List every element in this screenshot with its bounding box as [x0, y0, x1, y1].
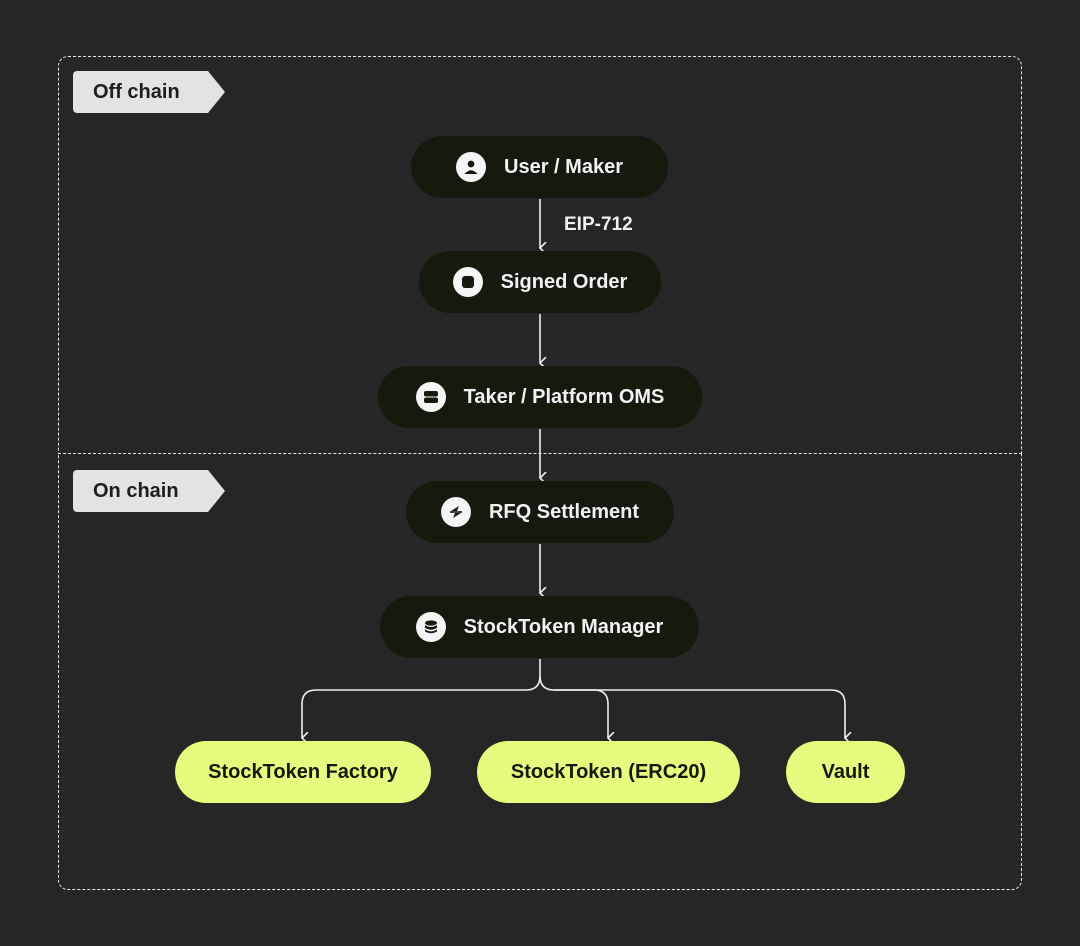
- edge-manager-to-factory: [302, 659, 541, 738]
- stocktoken-manager-label: StockToken Manager: [463, 615, 664, 638]
- stocktoken-erc20-node: StockToken (ERC20): [477, 741, 740, 803]
- lightning-icon: [440, 497, 471, 527]
- off-chain-label: Off chain: [73, 71, 225, 113]
- edge-manager-to-erc20: [539, 675, 608, 738]
- stocktoken-manager-node: StockToken Manager: [380, 596, 699, 658]
- on-chain-label: On chain: [73, 470, 225, 512]
- user-icon: [456, 152, 487, 182]
- user-maker-label: User / Maker: [504, 155, 623, 178]
- signed-order-label: Signed Order: [500, 270, 628, 293]
- taker-oms-label: Taker / Platform OMS: [463, 385, 665, 408]
- square-stop-icon: [452, 267, 483, 297]
- stocktoken-factory-node: StockToken Factory: [175, 741, 431, 803]
- taker-oms-node: Taker / Platform OMS: [378, 366, 702, 428]
- user-maker-node: User / Maker: [411, 136, 668, 198]
- rfq-settlement-node: RFQ Settlement: [406, 481, 674, 543]
- vault-node: Vault: [786, 741, 905, 803]
- database-icon: [415, 612, 446, 642]
- edge-manager-to-vault: [554, 689, 845, 738]
- off-chain-zone: [58, 56, 1022, 454]
- eip712-label: EIP-712: [564, 214, 633, 235]
- signed-order-node: Signed Order: [419, 251, 661, 313]
- rfq-settlement-label: RFQ Settlement: [488, 500, 640, 523]
- server-icon: [415, 382, 446, 412]
